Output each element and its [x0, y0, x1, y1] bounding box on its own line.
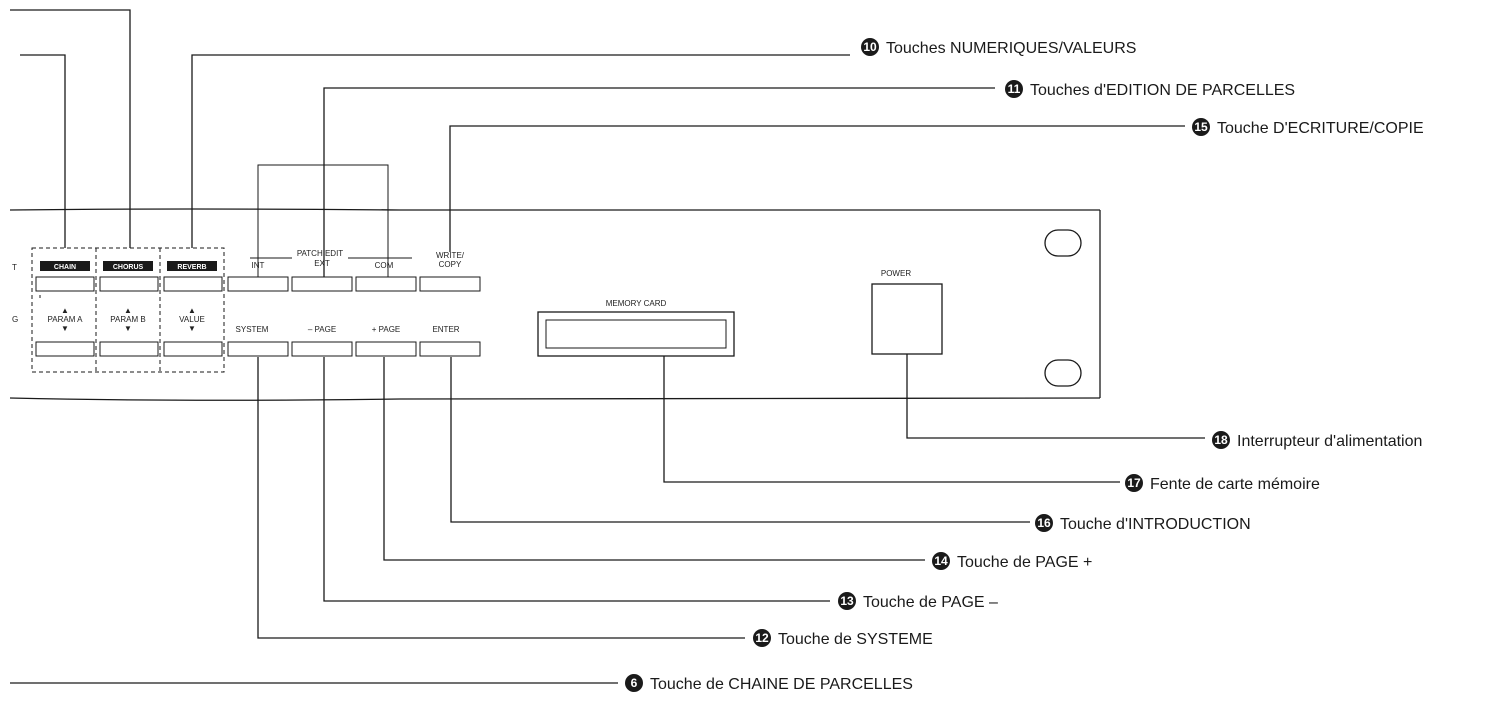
value-up-icon: ▲ [188, 306, 196, 315]
callout-text: Touche de CHAINE DE PARCELLES [650, 676, 913, 693]
callout-13: 13 Touche de PAGE – [838, 592, 998, 611]
callout-layer: 10 Touches NUMERIQUES/VALEURS 11 Touches d'… [625, 38, 1424, 693]
callout-16: 16 Touche d'INTRODUCTION [1035, 514, 1251, 533]
callout-number-badge [1035, 514, 1053, 532]
callout-number: 10 [863, 40, 877, 54]
callout-number: 15 [1194, 120, 1208, 134]
callout-number-badge [1005, 80, 1023, 98]
callout-number: 18 [1214, 433, 1228, 447]
callout-number-badge [625, 674, 643, 692]
callout-number-badge [861, 38, 879, 56]
callout-12: 12 Touche de SYSTEME [753, 629, 933, 648]
write-copy-label-1: WRITE/ [436, 251, 465, 260]
callout-text: Touche de PAGE – [863, 594, 998, 611]
callout-number: 14 [934, 554, 948, 568]
rack-panel [9, 208, 1101, 401]
chorus-label: CHORUS [113, 264, 144, 271]
callout-number-badge [1125, 474, 1143, 492]
reverb-label-block: REVERB [167, 261, 217, 271]
callout-17: 17 Fente de carte mémoire [1125, 474, 1320, 493]
callout-number: 16 [1037, 516, 1051, 530]
write-copy-button[interactable] [419, 276, 481, 292]
callout-number: 12 [755, 631, 769, 645]
system-label: SYSTEM [236, 325, 269, 334]
callout-11: 11 Touches d'EDITION DE PARCELLES [1005, 80, 1295, 99]
value-button[interactable] [163, 341, 223, 357]
callout-text: Touche d'INTRODUCTION [1060, 516, 1251, 533]
callout-14: 14 Touche de PAGE + [932, 552, 1092, 571]
callout-number-badge [932, 552, 950, 570]
power-label: POWER [881, 269, 911, 278]
left-partial-top-label: T [12, 263, 17, 272]
memory-card-slot[interactable] [537, 311, 735, 357]
page-plus-button[interactable] [355, 341, 417, 357]
param-a-down-icon: ▼ [61, 324, 69, 333]
callout-number: 11 [1008, 82, 1021, 96]
callout-text: Touche de SYSTEME [778, 631, 933, 648]
system-button[interactable] [227, 341, 289, 357]
left-partial-bottom-label: G [12, 315, 18, 324]
enter-label: ENTER [432, 325, 459, 334]
numeric-value-group [31, 247, 225, 373]
reverb-label: REVERB [177, 264, 206, 271]
page-minus-label: – PAGE [308, 325, 336, 334]
param-a-label: PARAM A [48, 315, 84, 324]
value-down-icon: ▼ [188, 324, 196, 333]
callout-number-badge [753, 629, 771, 647]
callout-text: Touche D'ECRITURE/COPIE [1217, 120, 1424, 137]
callout-text: Touche de PAGE + [957, 554, 1092, 571]
chain-button[interactable] [35, 276, 95, 292]
int-button[interactable] [227, 276, 289, 292]
param-b-button[interactable] [99, 341, 159, 357]
power-switch[interactable] [871, 283, 943, 355]
value-label: VALUE [179, 315, 205, 324]
patch-edit-label: PATCH EDIT [297, 249, 343, 258]
callout-10: 10 Touches NUMERIQUES/VALEURS [861, 38, 1136, 57]
enter-button[interactable] [419, 341, 481, 357]
callout-text: Fente de carte mémoire [1150, 476, 1320, 493]
param-a-up-icon: ▲ [61, 306, 69, 315]
rack-ear-hole-top [1044, 229, 1082, 257]
callout-18: 18 Interrupteur d'alimentation [1212, 431, 1422, 450]
ext-button[interactable] [291, 276, 353, 292]
memory-card-label: MEMORY CARD [606, 299, 667, 308]
reverb-button[interactable] [163, 276, 223, 292]
chorus-label-block: CHORUS [103, 261, 153, 271]
callout-text: Touches NUMERIQUES/VALEURS [886, 40, 1136, 57]
callout-number-badge [1192, 118, 1210, 136]
callout-text: Touches d'EDITION DE PARCELLES [1030, 82, 1295, 99]
param-b-label: PARAM B [110, 315, 145, 324]
chorus-button[interactable] [99, 276, 159, 292]
page-plus-label: + PAGE [372, 325, 401, 334]
chain-label: CHAIN [54, 264, 76, 271]
com-button[interactable] [355, 276, 417, 292]
com-label: COM [375, 261, 394, 270]
param-b-up-icon: ▲ [124, 306, 132, 315]
callout-6: 6 Touche de CHAINE DE PARCELLES [625, 674, 913, 693]
write-copy-label-2: COPY [439, 260, 462, 269]
rack-ear-hole-bottom [1044, 359, 1082, 387]
callout-number-badge [838, 592, 856, 610]
param-a-button[interactable] [35, 341, 95, 357]
callout-text: Interrupteur d'alimentation [1237, 433, 1422, 450]
callout-number: 17 [1127, 476, 1141, 490]
page-minus-button[interactable] [291, 341, 353, 357]
leader-lines [10, 9, 1205, 684]
chain-label-block: CHAIN [40, 261, 90, 271]
callout-number: 13 [840, 594, 854, 608]
callout-number-badge [1212, 431, 1230, 449]
param-b-down-icon: ▼ [124, 324, 132, 333]
callout-15: 15 Touche D'ECRITURE/COPIE [1192, 118, 1424, 137]
callout-number: 6 [631, 676, 638, 690]
ext-label: EXT [314, 259, 330, 268]
